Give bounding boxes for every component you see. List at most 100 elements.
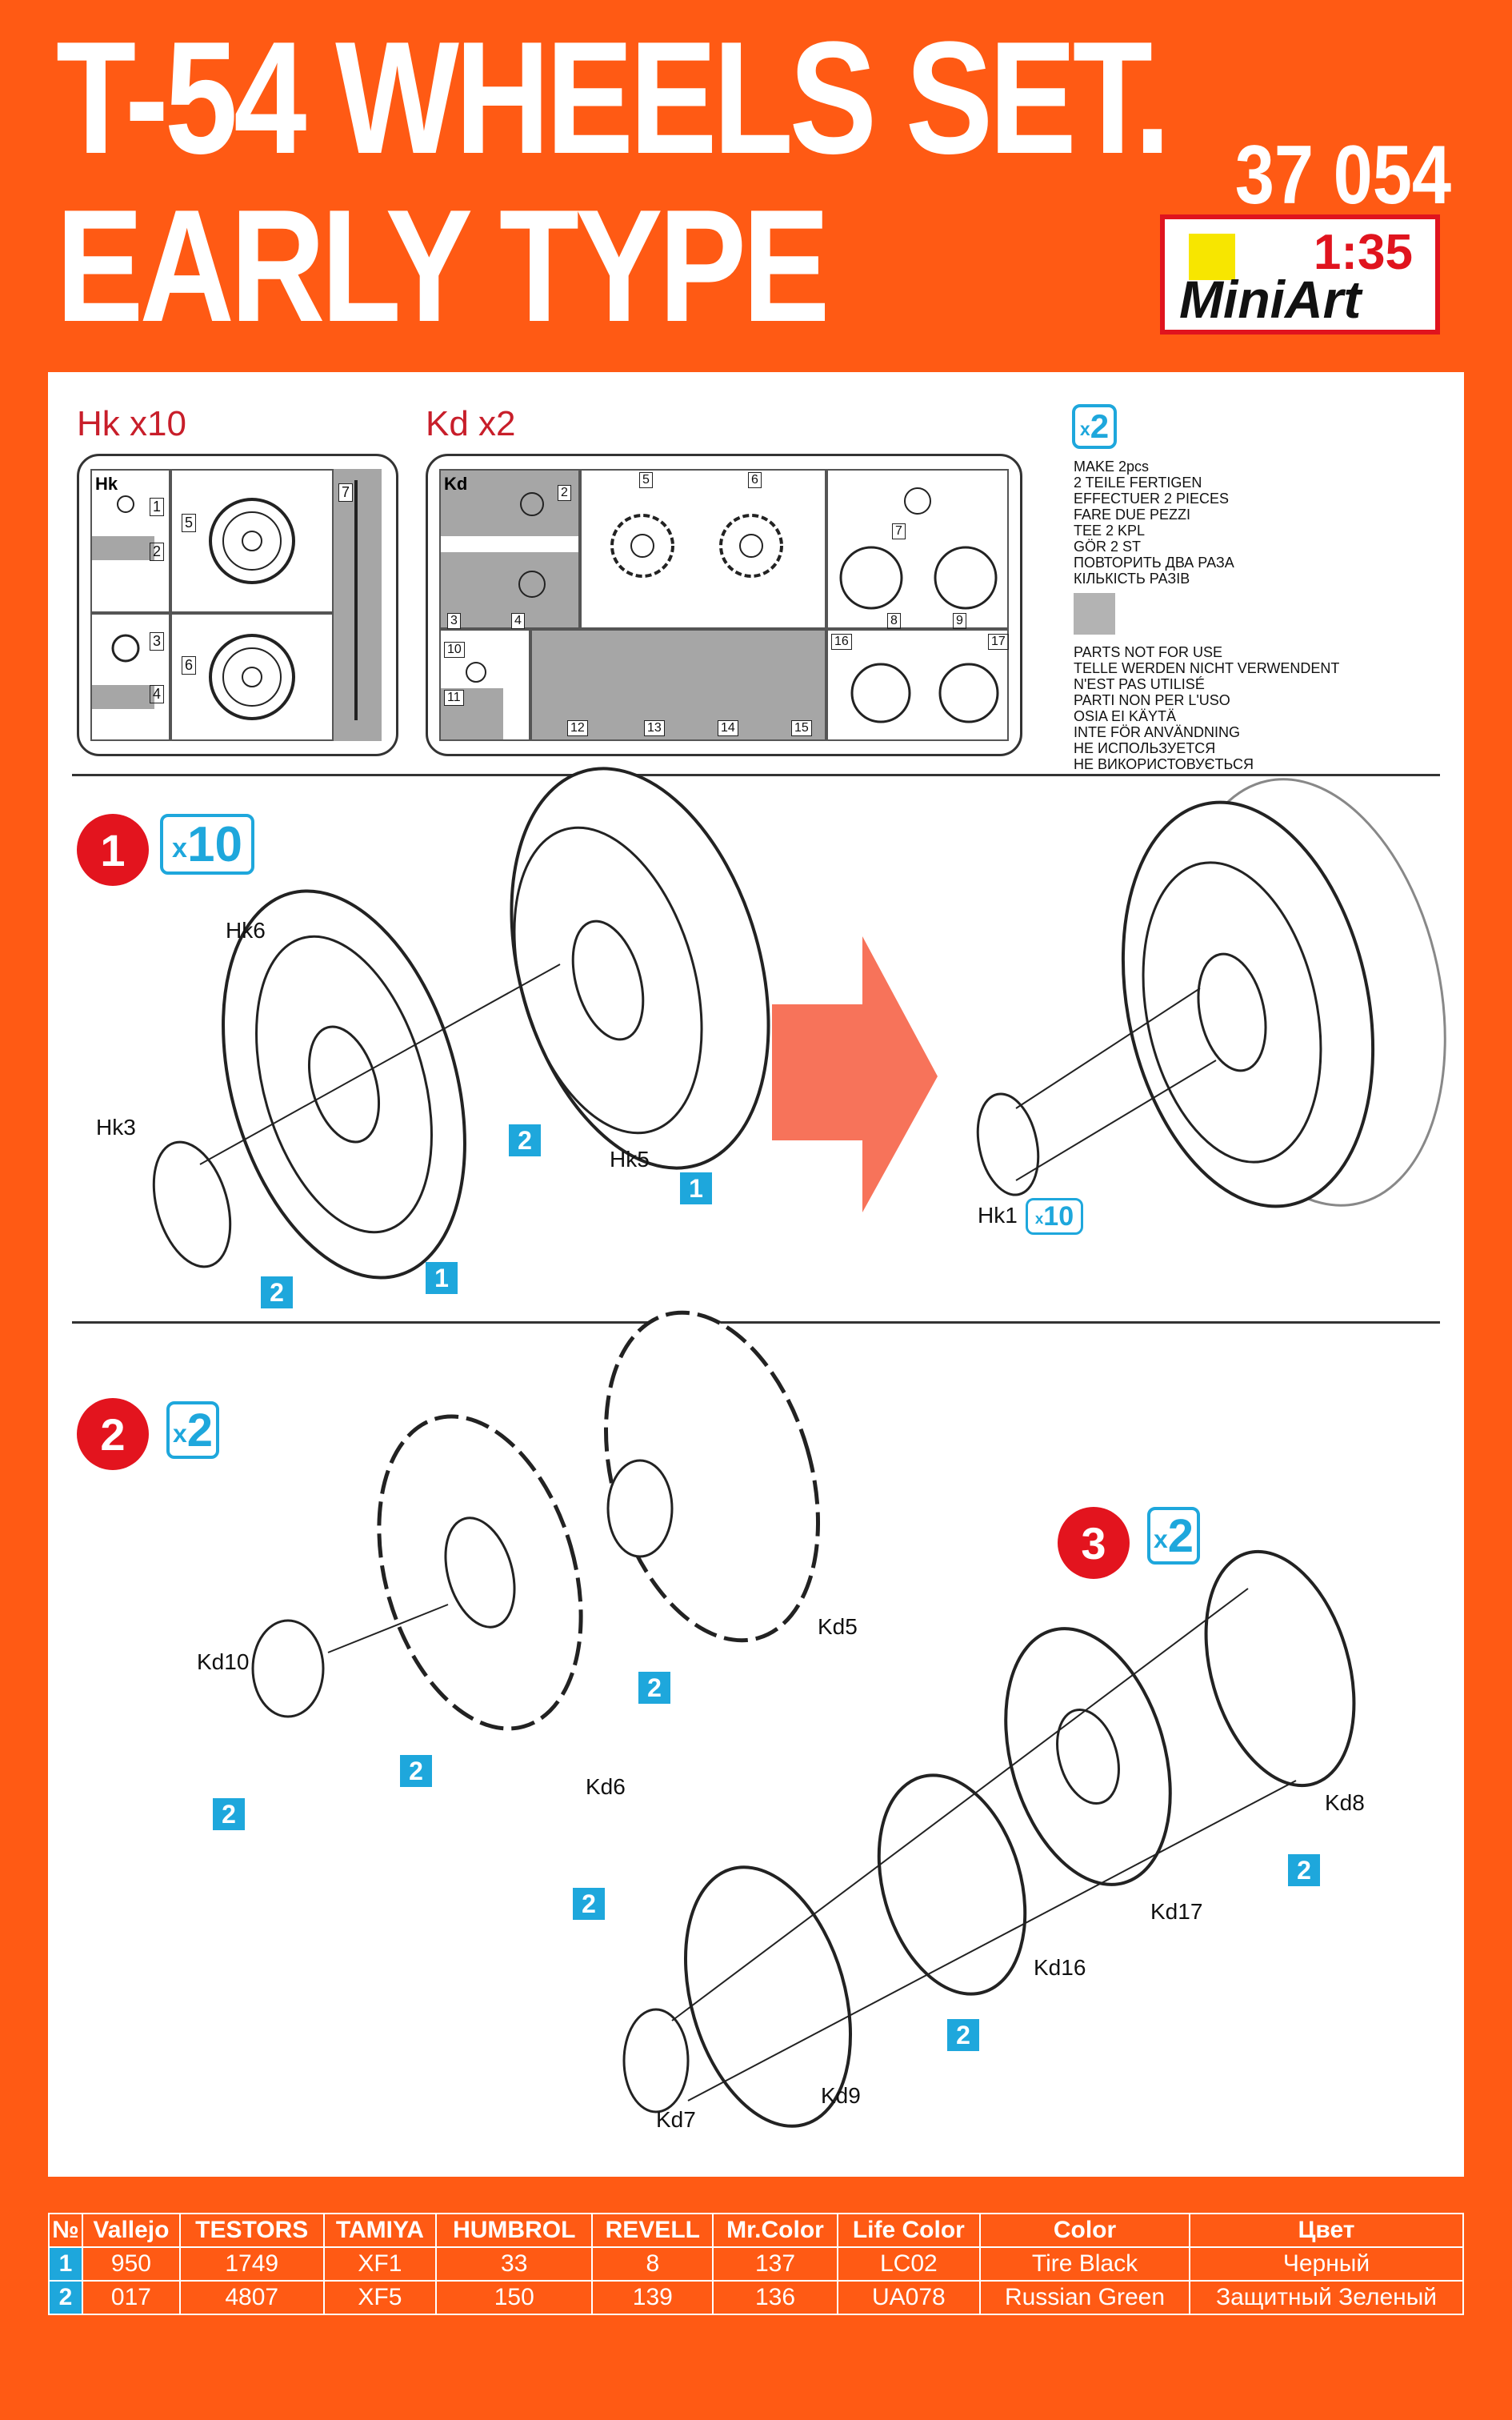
step-1-marker: 1 [77,814,149,886]
kd2-part [520,492,544,516]
legend-line: TELLE WERDEN NICHT VERWENDENT [1074,660,1340,676]
color-tag-1: 1 [680,1172,712,1204]
step-2-drawing [251,1310,821,1731]
kd-part-number: 15 [791,720,812,736]
sprue-kd-label: Kd x2 [426,404,516,443]
table-cell: Tire Black [979,2246,1190,2282]
kd-cell [826,469,1009,629]
legend-badge-n: 2 [1090,407,1110,445]
title-line-1: T-54 WHEELS SET. [56,9,1170,187]
result-mult-x: x [1034,1209,1044,1227]
table-cell: XF1 [322,2246,438,2282]
hk5-hub [571,920,645,1041]
table-header: REVELL [591,2213,714,2248]
table-row: 1 950 1749 XF1 33 8 137 LC02 Tire Black … [48,2246,1464,2282]
hk-cell [90,613,170,741]
legend-unused-text: PARTS NOT FOR USE TELLE WERDEN NICHT VER… [1074,644,1339,772]
table-header: Цвет [1189,2213,1464,2248]
hk-sprue-drawing [111,480,358,720]
kd9-ring-drawing [683,1865,853,2128]
legend-line: TEE 2 KPL [1074,523,1146,539]
hk6-wheel-inner [222,647,282,707]
assembly-line [199,964,561,1165]
paint-color-table: № Vallejo TESTORS TAMIYA HUMBROL REVELL … [48,2213,1464,2315]
legend-line: НЕ ИСПОЛЬЗУЕТСЯ [1074,740,1216,756]
logo-yellow-square [1189,234,1235,280]
table-header: № [48,2213,83,2248]
step-2-mult-n: 2 [186,1404,213,1456]
result-hub [1197,952,1267,1072]
sprue-hk: Hk 1 2 3 4 5 6 7 [77,454,398,756]
part-label: Kd10 [197,1649,250,1674]
hk-cell [170,469,334,613]
hk-part-number: 2 [150,543,165,561]
kd-cell [439,629,530,741]
kd-cell [826,629,1009,741]
part-label: Kd7 [656,2107,696,2132]
hk-unused-area-3 [90,685,154,709]
hk-part-number: 7 [338,483,354,502]
hk5-hub [242,531,262,551]
kd-part-number: 16 [831,634,852,650]
kd-part-number: 8 [887,613,901,629]
assembly-line [327,1604,449,1653]
kd-sprue-drawing [466,487,999,723]
hk-part-number: 6 [182,656,197,675]
result-tire [1121,800,1375,1208]
part-label: Hk1 [978,1203,1018,1228]
scale-label: 1:35 [1313,225,1413,280]
sprue-letter: Kd [444,474,468,494]
legend-line: FARE DUE PEZZI [1074,507,1191,523]
kd7-cap-drawing [622,2008,690,2113]
step-2-marker: 2 [77,1398,149,1470]
part-label: Kd17 [1150,1899,1203,1924]
table-header: Color [979,2213,1190,2248]
table-cell: 1749 [178,2246,325,2282]
table-cell: 8 [591,2246,714,2282]
table-header: TESTORS [178,2213,325,2248]
hk5-wheel-inner [222,511,282,571]
table-cell: 150 [435,2280,594,2315]
table-cell: 33 [435,2246,594,2282]
table-header: TAMIYA [322,2213,438,2248]
kd10-cap-drawing [251,1619,325,1718]
table-header: Vallejo [82,2213,181,2248]
part-label: Kd8 [1325,1790,1365,1815]
kd4-part [518,571,546,598]
color-tag-2: 2 [1288,1854,1320,1886]
legend-line: MAKE 2pcs [1074,459,1150,475]
part-label: Kd9 [821,2083,861,2108]
table-cell: UA078 [836,2280,982,2315]
part-label: Hk5 [610,1147,650,1172]
part-label: Kd6 [586,1774,626,1799]
kd8-ring-drawing [1204,1549,1356,1788]
hk-cell [90,469,170,613]
result-mult-n: 10 [1043,1200,1074,1232]
color-tag-2: 2 [509,1124,541,1156]
hk-unused-area-2 [90,536,154,560]
step-2-mult-x: x [172,1419,187,1448]
step-1-mult-x: x [172,832,187,863]
legend-line: ПОВТОРИТЬ ДВА РАЗА [1074,555,1234,571]
kd-part-number: 13 [644,720,665,736]
kd7-cap [904,487,931,515]
kd17-wheel [938,663,999,723]
legend-line: НЕ ВИКОРИСТОВУЄТЬСЯ [1074,756,1254,772]
table-cell: 017 [82,2280,181,2315]
hk-cell [170,613,334,741]
divider-2 [72,1321,1440,1324]
table-header-row: № Vallejo TESTORS TAMIYA HUMBROL REVELL … [48,2213,1464,2248]
kd6-sprocket-drawing [377,1414,583,1731]
hk5-rim [513,826,703,1135]
color-tag-2: 2 [213,1798,245,1830]
hk6-hub [242,667,262,687]
legend-line: GÖR 2 ST [1074,539,1142,555]
part-label: Hk6 [226,918,266,943]
kd6-sprocket [719,514,783,578]
kd5-sprocket [610,514,674,578]
kd-cell [580,469,826,629]
